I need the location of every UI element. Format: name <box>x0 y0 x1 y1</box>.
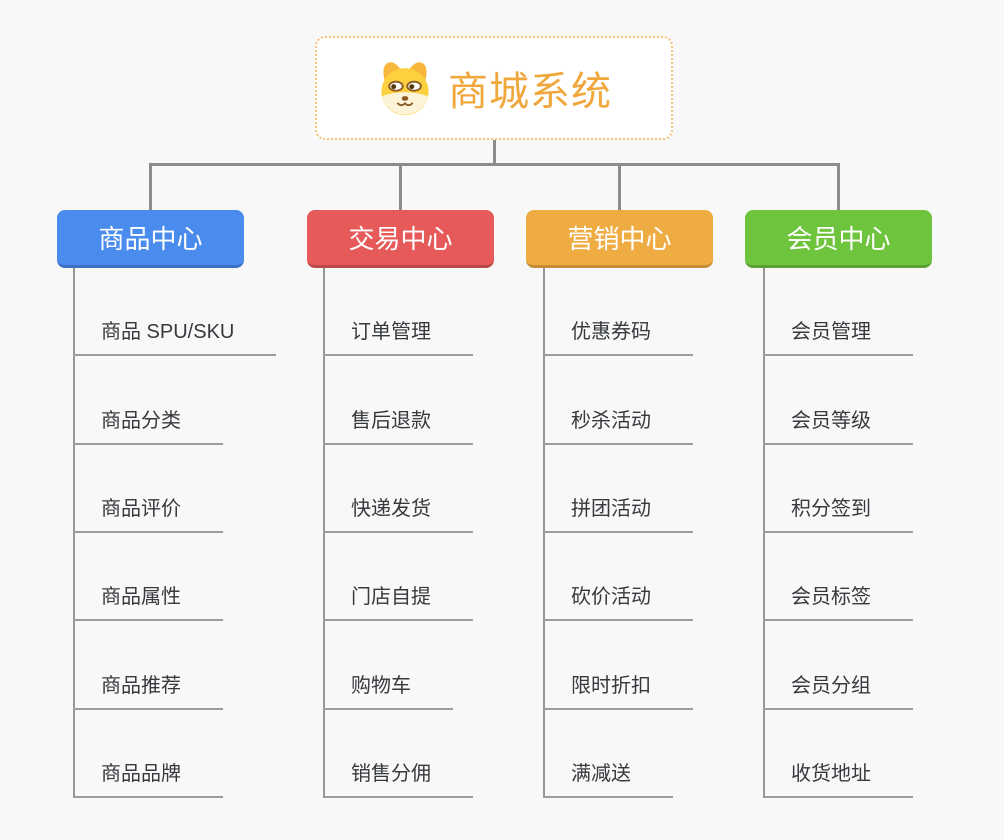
leaf-node[interactable]: 售后退款 <box>323 404 473 445</box>
item-row: 会员分组 <box>763 621 913 710</box>
item-row: 售后退款 <box>323 356 473 445</box>
leaf-node[interactable]: 商品分类 <box>73 404 223 445</box>
dog-face-icon <box>376 59 434 117</box>
leaf-node[interactable]: 积分签到 <box>763 492 913 533</box>
leaf-node[interactable]: 门店自提 <box>323 580 473 622</box>
branch-item-list: 会员管理会员等级积分签到会员标签会员分组收货地址 <box>763 268 913 798</box>
item-row: 会员管理 <box>763 268 913 357</box>
item-row: 商品分类 <box>73 356 276 445</box>
leaf-node[interactable]: 订单管理 <box>323 315 473 357</box>
branch-trunk-line <box>543 268 545 798</box>
root-title: 商城系统 <box>448 70 612 114</box>
connector-root-stem <box>493 140 496 163</box>
item-row: 会员标签 <box>763 533 913 622</box>
branch-node[interactable]: 会员中心 <box>745 210 932 268</box>
root-node[interactable]: 商城系统 <box>315 36 673 140</box>
leaf-node[interactable]: 拼团活动 <box>543 492 693 533</box>
branch-trunk-line <box>763 268 765 798</box>
connector-branch-drop <box>149 163 152 210</box>
item-row: 销售分佣 <box>323 710 473 798</box>
branch-item-list: 商品 SPU/SKU 商品分类商品评价商品属性商品推荐商品品牌 <box>73 268 277 798</box>
connector-branch-drop <box>399 163 402 210</box>
branch-item-list: 订单管理售后退款快递发货门店自提购物车销售分佣 <box>323 268 473 798</box>
item-row: 商品属性 <box>73 533 276 622</box>
leaf-node[interactable]: 商品推荐 <box>73 669 223 710</box>
item-row: 砍价活动 <box>543 533 693 622</box>
branch-trunk-line <box>323 268 325 798</box>
leaf-node[interactable]: 收货地址 <box>763 757 913 798</box>
leaf-node[interactable]: 会员管理 <box>763 315 913 357</box>
branch-node[interactable]: 交易中心 <box>307 210 494 268</box>
leaf-node[interactable]: 满减送 <box>543 757 673 798</box>
item-row: 拼团活动 <box>543 445 693 533</box>
leaf-node[interactable]: 秒杀活动 <box>543 404 693 445</box>
branch-node[interactable]: 商品中心 <box>57 210 244 268</box>
leaf-node[interactable]: 销售分佣 <box>323 757 473 798</box>
item-row: 商品评价 <box>73 445 276 533</box>
item-row: 商品推荐 <box>73 621 276 710</box>
item-row: 满减送 <box>543 710 693 798</box>
item-row: 订单管理 <box>323 268 473 357</box>
leaf-node[interactable]: 限时折扣 <box>543 669 693 710</box>
item-row: 限时折扣 <box>543 621 693 710</box>
leaf-node[interactable]: 快递发货 <box>323 492 473 533</box>
item-row: 商品品牌 <box>73 710 276 798</box>
item-row: 收货地址 <box>763 710 913 798</box>
leaf-node[interactable]: 购物车 <box>323 669 453 710</box>
item-row: 购物车 <box>323 621 473 710</box>
leaf-node[interactable]: 商品属性 <box>73 580 223 622</box>
connector-branch-drop <box>618 163 621 210</box>
leaf-node[interactable]: 会员等级 <box>763 404 913 445</box>
leaf-node[interactable]: 会员标签 <box>763 580 913 622</box>
item-row: 优惠券码 <box>543 268 693 357</box>
connector-horizontal-bar <box>149 163 839 166</box>
item-row: 门店自提 <box>323 533 473 622</box>
branch-trunk-line <box>73 268 75 798</box>
item-row: 积分签到 <box>763 445 913 533</box>
leaf-node[interactable]: 会员分组 <box>763 669 913 710</box>
connector-branch-drop <box>837 163 840 210</box>
item-row: 秒杀活动 <box>543 356 693 445</box>
item-row: 快递发货 <box>323 445 473 533</box>
item-row: 商品 SPU/SKU <box>73 268 277 357</box>
branch-item-list: 优惠券码秒杀活动拼团活动砍价活动限时折扣满减送 <box>543 268 693 798</box>
item-row: 会员等级 <box>763 356 913 445</box>
leaf-node[interactable]: 优惠券码 <box>543 315 693 357</box>
leaf-node[interactable]: 砍价活动 <box>543 580 693 622</box>
leaf-node[interactable]: 商品评价 <box>73 492 223 533</box>
leaf-node[interactable]: 商品品牌 <box>73 757 223 798</box>
leaf-node[interactable]: 商品 SPU/SKU <box>73 315 277 357</box>
branch-node[interactable]: 营销中心 <box>526 210 713 268</box>
